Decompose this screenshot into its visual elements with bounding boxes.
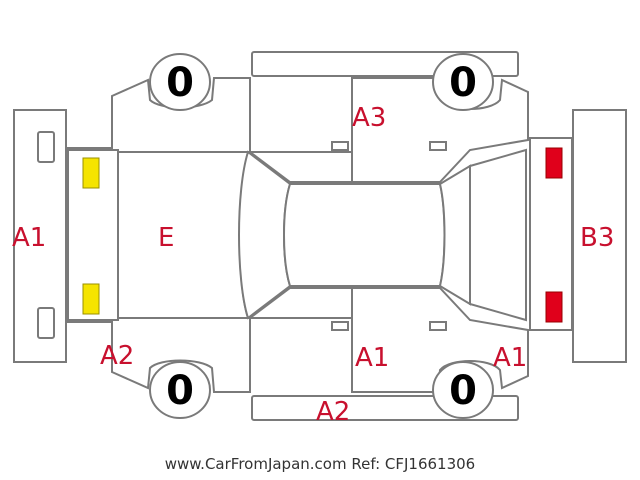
label-hood: E [158,223,174,253]
hood-panel [67,149,119,321]
tire-front-right-value: 0 [166,368,194,414]
upper-body-outline [66,77,529,183]
lower-door-handle-rear [429,321,447,331]
hood [117,151,250,319]
roof [283,183,446,287]
label-lower-rocker: A2 [316,397,350,427]
tire-rear-right: 0 [432,361,494,419]
front-bumper-slot-top [37,131,55,163]
tire-front-left-value: 0 [166,60,194,106]
rear-window [438,164,471,306]
upper-door-handle-front [331,141,349,151]
front-bumper-slot-bottom [37,307,55,339]
tire-rear-left-value: 0 [449,60,477,106]
lower-door-handle-front [331,321,349,331]
footer-reference: www.CarFromJapan.com Ref: CFJ1661306 [164,455,476,473]
headlight-top [82,157,100,189]
headlight-bottom [82,283,100,315]
trunk [469,148,527,322]
tire-rear-left: 0 [432,53,494,111]
label-lower-door: A1 [355,343,389,373]
tire-front-left: 0 [149,53,211,111]
label-lower-rear-corner: A1 [493,343,527,373]
taillight-bottom [545,291,563,323]
tire-rear-right-value: 0 [449,368,477,414]
label-rear-bumper: B3 [580,223,614,253]
label-upper-door: A3 [352,103,386,133]
upper-door-handle-rear [429,141,447,151]
rear-panel [529,137,573,331]
label-front-bumper: A1 [12,223,46,253]
front-bumper [13,109,67,363]
taillight-top [545,147,563,179]
label-front-left-corner: A2 [100,341,134,371]
tire-front-right: 0 [149,361,211,419]
